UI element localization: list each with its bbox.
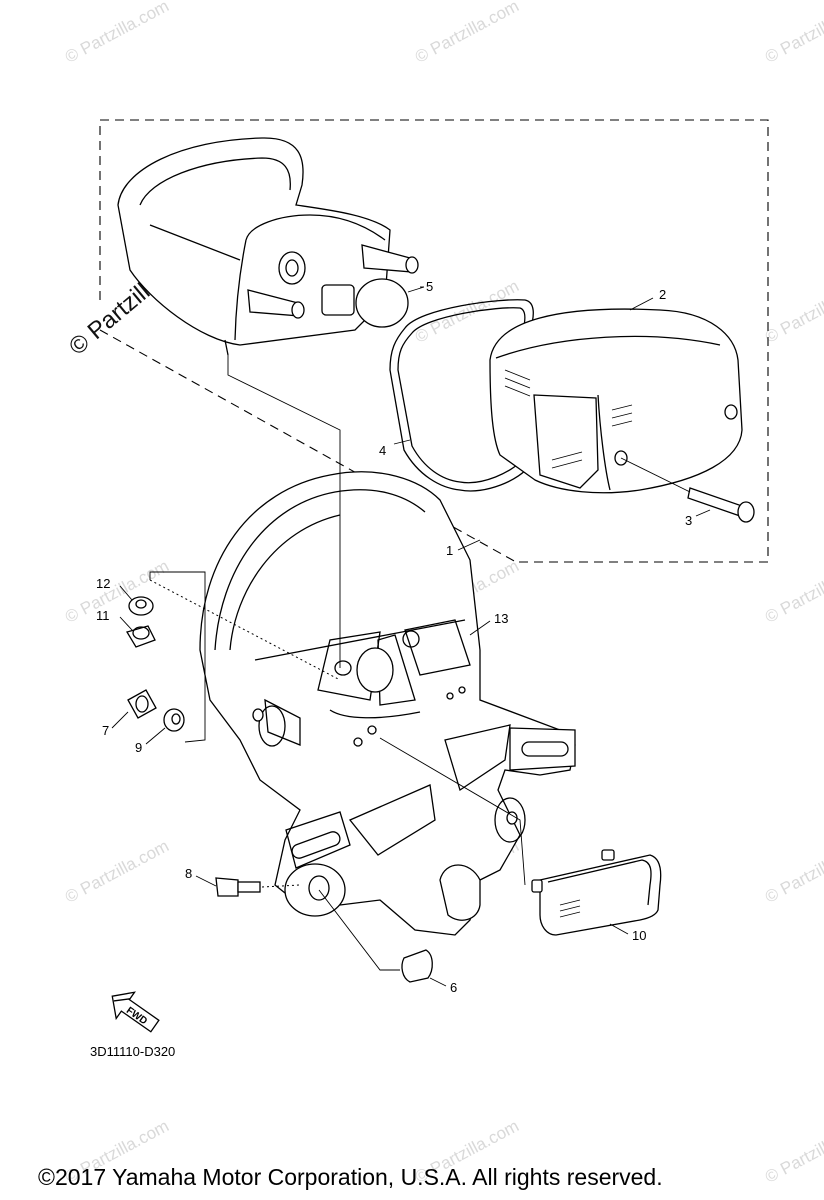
- callout-3: 3: [685, 513, 692, 528]
- assembly-lines: [149, 355, 526, 971]
- callout-9: 9: [135, 740, 142, 755]
- callout-2: 2: [659, 287, 666, 302]
- license-bracket: [199, 471, 576, 936]
- callout-1: 1: [446, 543, 453, 558]
- callout-leaders: [111, 286, 711, 987]
- bulb: [321, 278, 425, 328]
- callout-5: 5: [426, 279, 433, 294]
- reflector: [531, 849, 662, 936]
- screw: [620, 457, 755, 523]
- callout-11: 11: [96, 608, 110, 623]
- washer: [128, 596, 154, 616]
- copyright-notice: ©2017 Yamaha Motor Corporation, U.S.A. A…: [38, 1164, 663, 1190]
- callout-6: 6: [450, 980, 457, 995]
- callout-12: 12: [96, 576, 110, 591]
- callout-8: 8: [185, 866, 192, 881]
- callout-4: 4: [379, 443, 386, 458]
- cap-nut: [401, 949, 433, 983]
- lens: [489, 308, 743, 494]
- nut: [126, 625, 156, 648]
- bolt: [215, 877, 301, 897]
- callout-labels: 1 2 3 4 5 6 7 8 9 10 11 12 13: [96, 279, 692, 995]
- collar: [163, 708, 185, 732]
- callout-10: 10: [632, 928, 646, 943]
- gasket: [389, 299, 534, 492]
- callout-13: 13: [494, 611, 508, 626]
- callout-7: 7: [102, 723, 109, 738]
- nut: [127, 689, 157, 719]
- diagram-code: 3D11110-D320: [90, 1044, 176, 1059]
- fwd-arrow-icon: FWD: [111, 991, 160, 1033]
